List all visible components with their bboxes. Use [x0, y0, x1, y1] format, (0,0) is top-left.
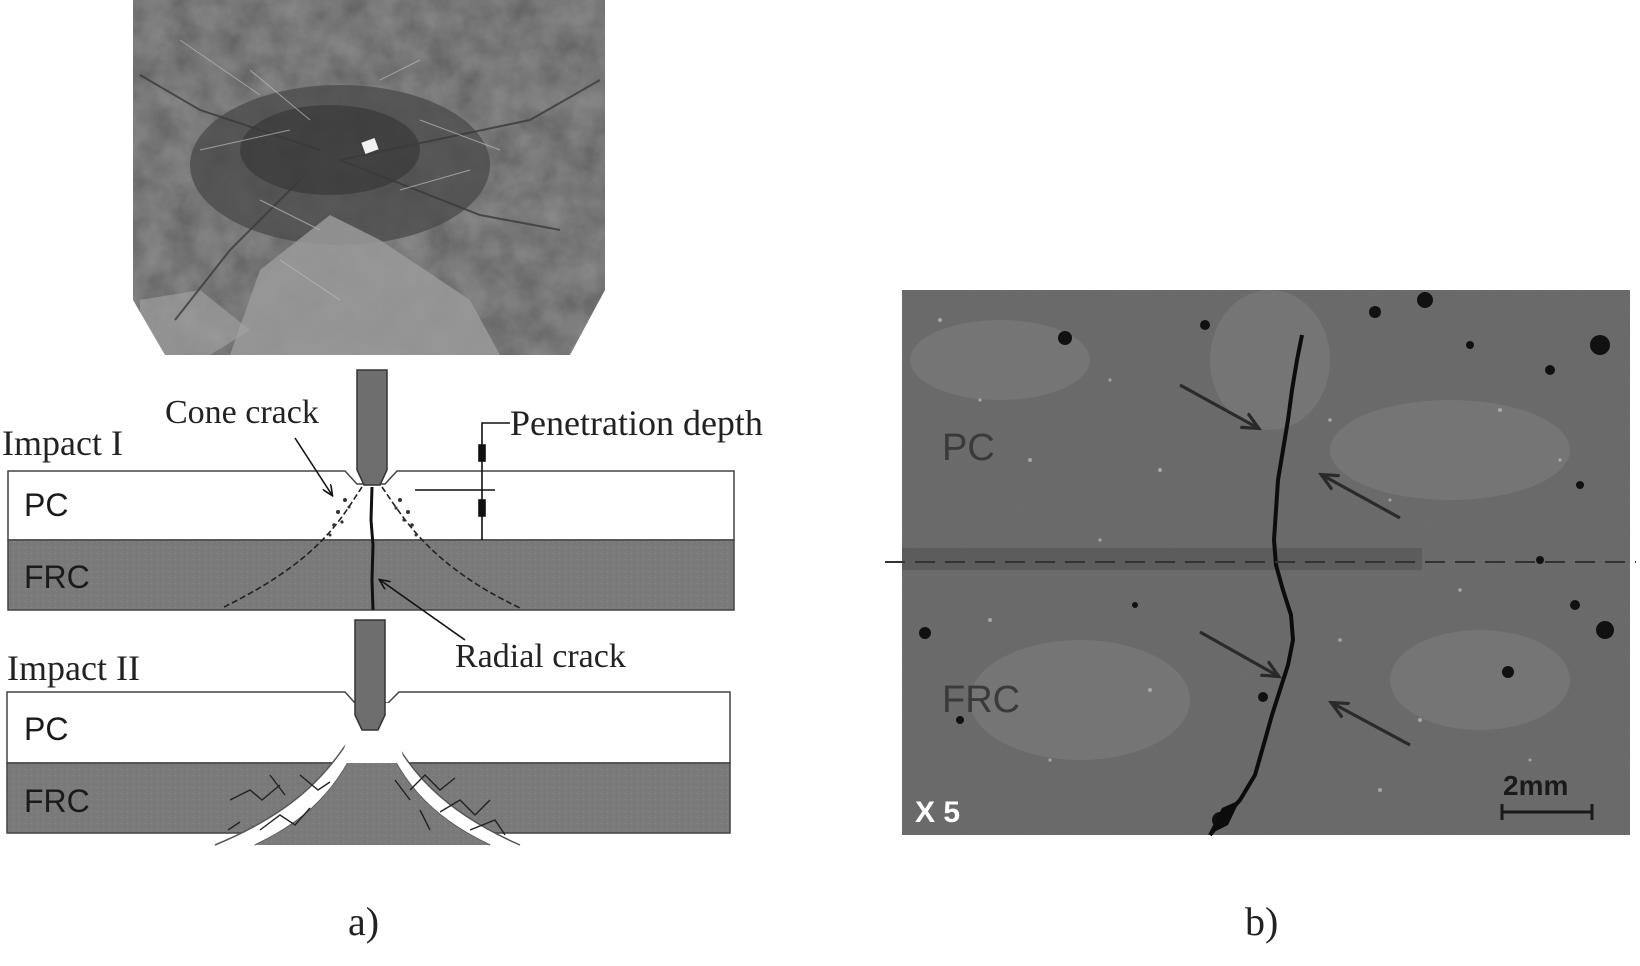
scale-bar-label: 2mm: [1503, 770, 1568, 801]
impact-1-projectile: [356, 369, 388, 486]
impact-2-diagram: Impact II PC FRC: [6, 619, 731, 846]
impact-2-branch-cracks: [227, 774, 506, 836]
radial-crack-arrow: [380, 580, 466, 641]
panel-a-caption: a): [348, 899, 379, 944]
panel-b-caption: b): [1245, 899, 1278, 944]
impact-2-pc-label: PC: [24, 711, 68, 747]
impact-1-frc-label: FRC: [24, 559, 90, 595]
impact-1-title: Impact I: [2, 423, 123, 463]
cone-crack-label: Cone crack: [165, 394, 319, 431]
penetration-depth-marker: [415, 422, 510, 540]
micrograph-crack: [1208, 334, 1304, 837]
impact-2-projectile: [354, 619, 386, 731]
impact-crater-photo: [133, 0, 605, 355]
micrograph-frc-label: FRC: [942, 679, 1020, 721]
impact-1-diagram: Impact I Cone crack Penetration depth: [2, 369, 763, 675]
impact-1-pc-label: PC: [24, 487, 68, 523]
penetration-depth-label: Penetration depth: [510, 403, 763, 443]
micrograph-pc-label: PC: [942, 427, 995, 469]
impact-1-crack-debris: [328, 498, 418, 537]
impact-1-cone-crack: [221, 486, 521, 609]
cone-crack-arrow: [294, 437, 332, 495]
impact-2-title: Impact II: [7, 648, 140, 688]
scale-bar: 2mm: [1500, 770, 1594, 820]
impact-2-frc-label: FRC: [24, 783, 90, 819]
impact-1-radial-crack: [369, 486, 375, 611]
radial-crack-label: Radial crack: [455, 638, 626, 675]
micrograph-arrows: [1179, 383, 1411, 747]
magnification-label: X 5: [915, 796, 960, 829]
